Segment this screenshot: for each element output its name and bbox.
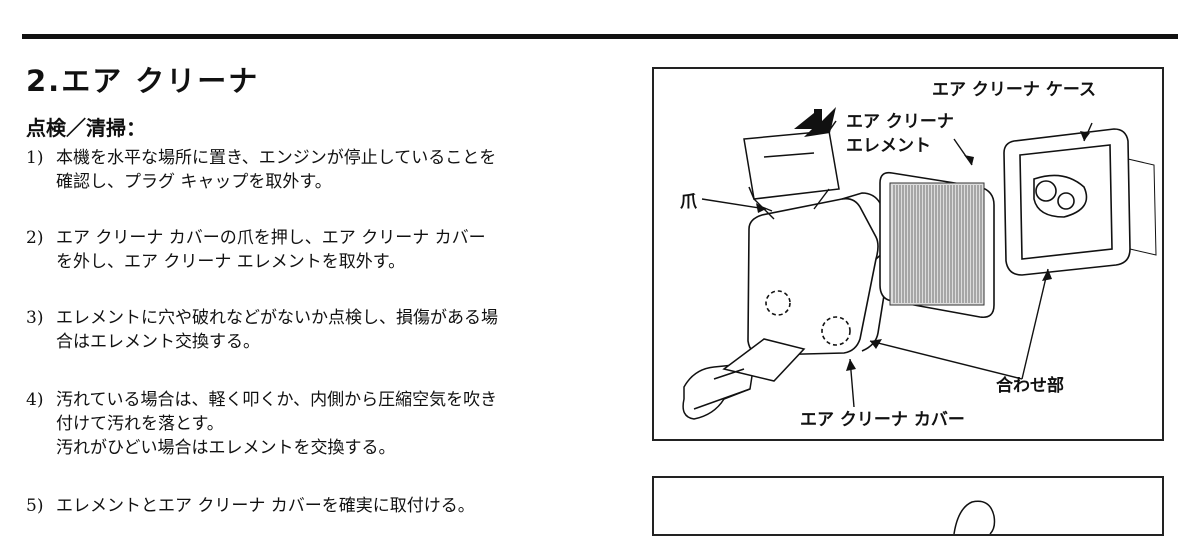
step-number: 4) [26,390,44,410]
step-number: 1) [26,148,44,168]
cover-clip-detail [682,338,806,420]
step-text: 汚れがひどい場合はエレメントを交換する。 [56,438,396,458]
step-number: 5) [26,496,44,516]
step-text: を外し、エア クリーナ エレメントを取外す。 [56,252,406,272]
step-4: 4)汚れている場合は、軽く叩くか、内側から圧縮空気を吹き 付けて汚れを落とす。 … [26,388,626,460]
step-text: 確認し、プラグ キャップを取外す。 [56,172,332,192]
air-cleaner-element-drawing [879,171,995,319]
step-text: エレメントとエア クリーナ カバーを確実に取付ける。 [56,496,475,516]
step-number: 2) [26,228,44,248]
air-cleaner-cover-drawing [747,192,895,356]
step-3: 3) エレメントに穴や破れなどがないか点検し、損傷がある場 合はエレメント交換する… [26,306,626,354]
step-text: 本機を水平な場所に置き、エンジンが停止していることを [56,148,497,168]
step-1: 1) 本機を水平な場所に置き、エンジンが停止していることを 確認し、プラグ キャッ… [26,146,626,194]
label-claw: 爪 [680,192,697,212]
label-air-cleaner-case: エア クリーナ ケース [932,80,1096,100]
step-text: 合はエレメント交換する。 [56,332,260,352]
step-text: 汚れている場合は、軽く叩くか、内側から圧縮空気を吹き [56,390,498,410]
step-text: エレメントに穴や破れなどがないか点検し、損傷がある場 [56,308,498,328]
label-air-cleaner-cover: エア クリーナ カバー [800,410,965,430]
next-figure-illustration [953,500,996,534]
air-cleaner-figure: エア クリーナ ケース エア クリーナ エレメント 爪 合わせ部 エア クリーナ… [652,67,1164,441]
section-subtitle: 点検／清掃： [26,116,146,140]
step-2: 2) エア クリーナ カバーの爪を押し、エア クリーナ カバー を外し、エア クリ… [26,226,626,274]
label-element-line2: エレメント [846,136,931,156]
step-number: 3) [26,308,44,328]
label-element-line1: エア クリーナ [846,112,954,132]
top-rule [22,34,1178,39]
label-joint: 合わせ部 [996,376,1064,396]
step-5: 5) エレメントとエア クリーナ カバーを確実に取付ける。 [26,494,626,518]
next-figure [652,476,1164,536]
step-text: エア クリーナ カバーの爪を押し、エア クリーナ カバー [56,228,486,248]
air-cleaner-case-drawing [1003,128,1157,276]
section-title: 2.エア クリーナ [26,64,260,98]
leader-arrowheads [756,131,1090,371]
air-cleaner-illustration [682,107,1157,420]
step-text: 付けて汚れを落とす。 [56,414,224,434]
push-arrow-icon [794,107,836,137]
